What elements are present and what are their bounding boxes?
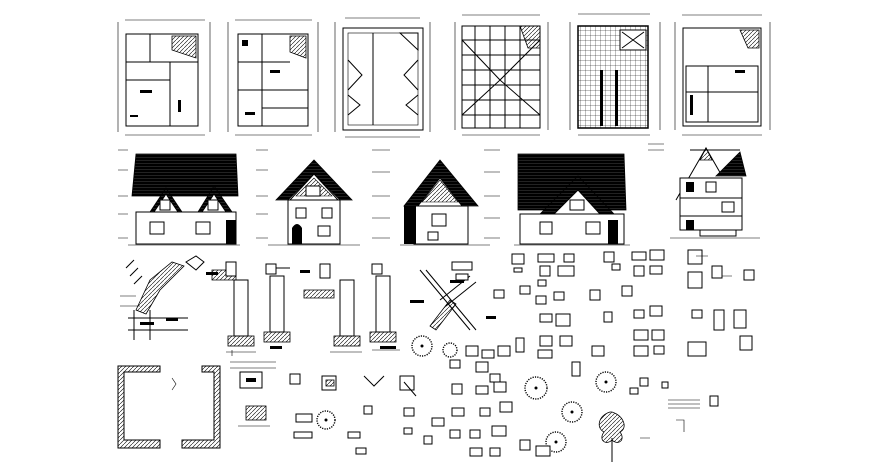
roof-framing-plan-1	[454, 14, 549, 136]
floor-plan-3	[674, 14, 771, 136]
footing-detail-2	[263, 263, 291, 343]
front-elevation	[128, 153, 240, 246]
stair-detail	[120, 255, 205, 315]
footing-detail-4	[369, 263, 400, 351]
roof-framing-plan-2	[569, 13, 661, 136]
roof-plan	[334, 17, 431, 138]
furniture-symbols	[347, 249, 755, 457]
side-elevation-2	[400, 159, 490, 246]
small-details	[289, 373, 417, 439]
tree-elevation	[598, 411, 625, 462]
annotation-leaders	[128, 255, 732, 439]
tree-centers	[324, 344, 608, 444]
footing-detail-3	[303, 263, 362, 353]
section-elevation	[670, 146, 760, 239]
floor-plan-1	[117, 19, 211, 136]
floor-plan-2	[227, 19, 319, 136]
tree-symbols	[316, 335, 617, 453]
side-elevation-1	[268, 159, 360, 246]
wall-corner-plan	[117, 365, 221, 449]
level-markers	[118, 143, 664, 239]
footing-detail-1	[211, 261, 256, 356]
rear-elevation	[514, 153, 630, 246]
truss-detail	[410, 262, 496, 331]
section-detail-1	[230, 361, 276, 427]
